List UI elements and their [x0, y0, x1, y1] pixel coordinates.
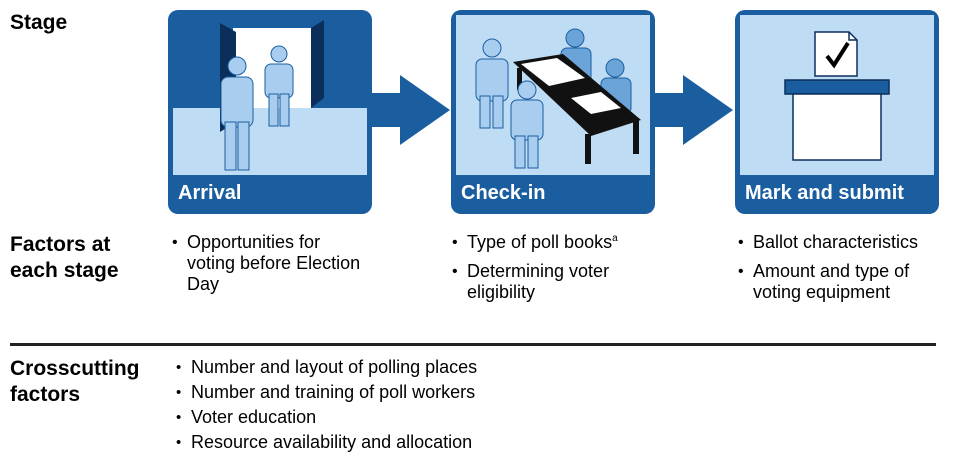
ballot-box-icon [740, 15, 934, 175]
crosscutting-item: Number and layout of polling places [176, 356, 477, 379]
factor-item: Amount and type of voting equipment [738, 261, 938, 303]
stage-title-checkin: Check-in [461, 182, 546, 204]
factors-label-line1: Factors at [10, 233, 111, 256]
footnote-marker: a [612, 233, 618, 244]
stage-card-arrival: Arrival [168, 10, 372, 214]
factors-list-arrival: Opportunities for voting before Election… [172, 232, 372, 303]
crosscutting-factors-list: Number and layout of polling places Numb… [176, 356, 477, 456]
section-divider [10, 343, 936, 346]
factors-label-line2: each stage [10, 259, 119, 282]
crosscutting-label-line1: Crosscutting [10, 357, 140, 380]
stage-card-mark-submit: Mark and submit [735, 10, 939, 214]
stage-title-mark-submit: Mark and submit [745, 182, 904, 204]
stage-row-label: Stage [10, 10, 67, 36]
factor-item: Opportunities for voting before Election… [172, 232, 372, 295]
factors-row-label: Factors at each stage [10, 232, 119, 284]
factor-item: Ballot characteristics [738, 232, 938, 253]
factor-item: Determining voter eligibility [452, 261, 652, 303]
factor-item: Type of poll booksa [452, 232, 652, 253]
people-entering-door-icon [173, 15, 367, 175]
factors-list-mark-submit: Ballot characteristics Amount and type o… [738, 232, 938, 311]
stage-title-arrival: Arrival [178, 182, 242, 204]
crosscutting-item: Voter education [176, 406, 477, 429]
crosscutting-label-line2: factors [10, 383, 81, 406]
poll-workers-at-table-icon [456, 15, 650, 175]
factors-list-checkin: Type of poll booksa Determining voter el… [452, 232, 652, 311]
factor-item-text: Type of poll books [467, 232, 613, 252]
arrow-right-icon [372, 75, 450, 145]
crosscutting-item: Number and training of poll workers [176, 381, 477, 404]
stage-label-text: Stage [10, 11, 68, 34]
crosscutting-row-label: Crosscutting factors [10, 356, 140, 408]
stage-card-checkin: Check-in [451, 10, 655, 214]
crosscutting-item: Resource availability and allocation [176, 431, 477, 454]
arrow-right-icon [655, 75, 733, 145]
